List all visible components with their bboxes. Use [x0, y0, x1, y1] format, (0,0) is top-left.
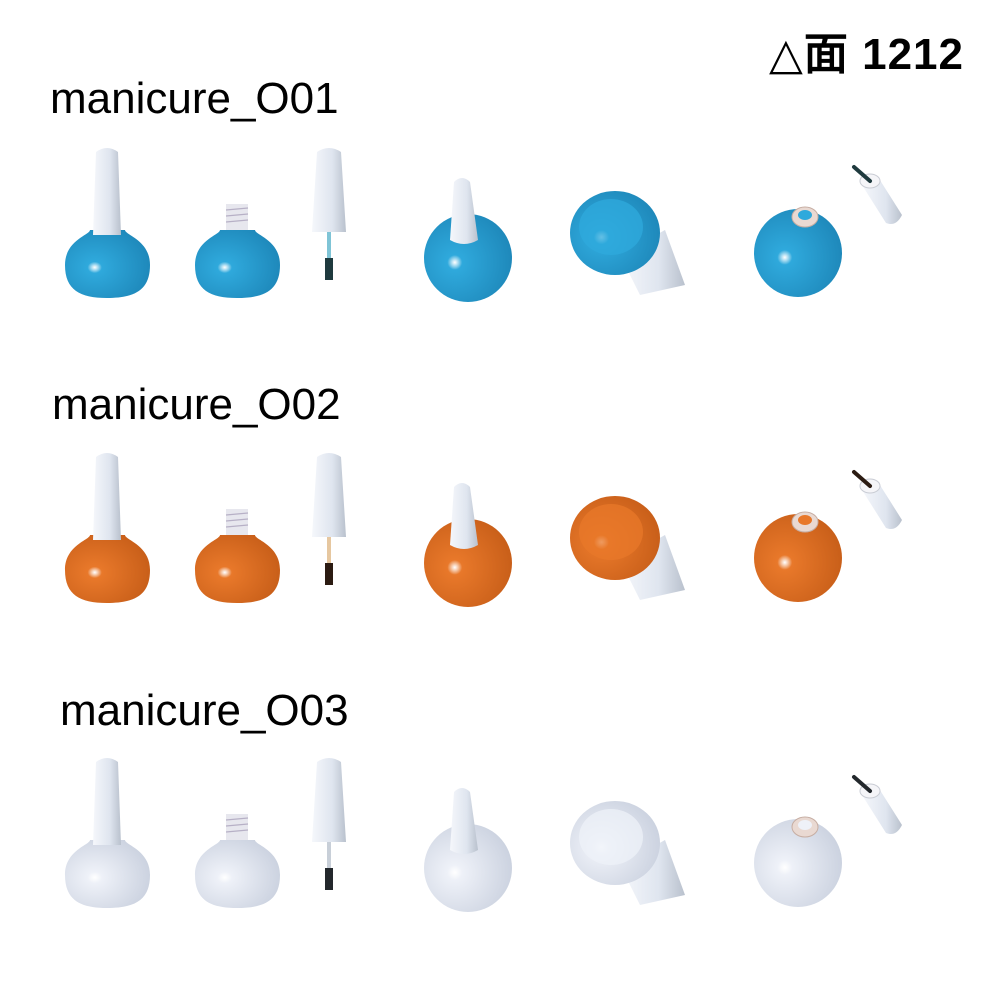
view-closed-front [65, 148, 150, 298]
view-cap-with-brush [312, 758, 346, 890]
poly-label: 面 [803, 30, 849, 79]
view-cap-with-brush [312, 453, 346, 585]
view-open-angle-with-cap [754, 775, 902, 907]
variant-title-3: manicure_O03 [60, 686, 349, 735]
variant-title-2: manicure_O02 [52, 380, 341, 429]
view-top-angle [424, 178, 512, 302]
view-open-angle-with-cap [754, 470, 902, 602]
view-open-bottle [195, 509, 280, 603]
variant-row-1 [0, 140, 1000, 310]
variant-row-2 [0, 445, 1000, 615]
variant-row-3 [0, 750, 1000, 920]
view-open-bottle [195, 814, 280, 908]
view-open-angle-with-cap [754, 165, 902, 297]
view-closed-front [65, 758, 150, 908]
view-open-bottle [195, 204, 280, 298]
variant-title-1: manicure_O01 [50, 74, 339, 123]
view-bottom-angle [570, 496, 685, 600]
triangle-icon: △ [769, 30, 804, 79]
view-bottom-angle [570, 191, 685, 295]
view-top-angle [424, 788, 512, 912]
poly-value: 1212 [862, 30, 964, 79]
view-closed-front [65, 453, 150, 603]
view-bottom-angle [570, 801, 685, 905]
view-cap-with-brush [312, 148, 346, 280]
view-top-angle [424, 483, 512, 607]
polygon-count: △面 1212 [769, 18, 964, 82]
